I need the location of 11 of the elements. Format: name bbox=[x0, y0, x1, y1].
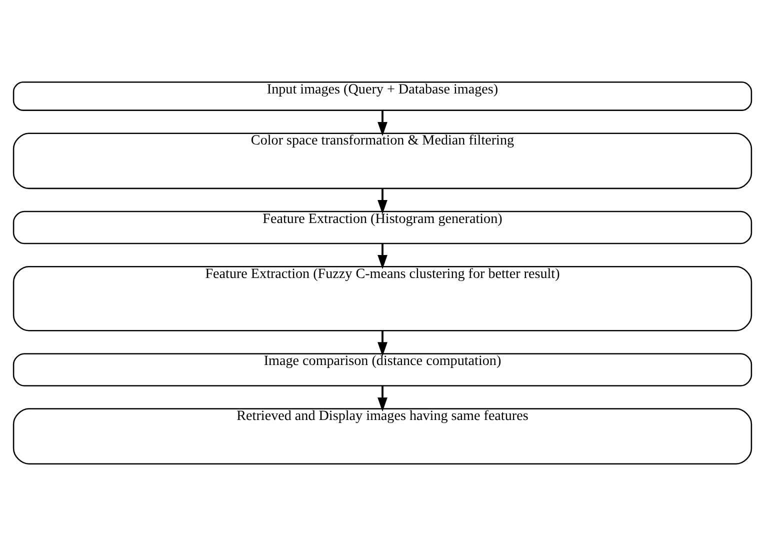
node-box: Feature Extraction (Histogram generation) bbox=[12, 210, 752, 244]
node-box: Input images (Query + Database images) bbox=[12, 80, 752, 110]
arrow bbox=[378, 385, 388, 412]
arrow bbox=[378, 110, 388, 136]
node-box: Color space transformation & Median filtering bbox=[12, 132, 752, 189]
arrow bbox=[378, 330, 388, 356]
arrow bbox=[378, 188, 388, 214]
arrow bbox=[378, 243, 388, 269]
node-box: Image comparison (distance computation) bbox=[12, 352, 752, 386]
node-box: Retrieved and Display images having same features bbox=[12, 408, 752, 464]
node-box: Feature Extraction (Fuzzy C-means clustering for better result) bbox=[12, 265, 752, 331]
